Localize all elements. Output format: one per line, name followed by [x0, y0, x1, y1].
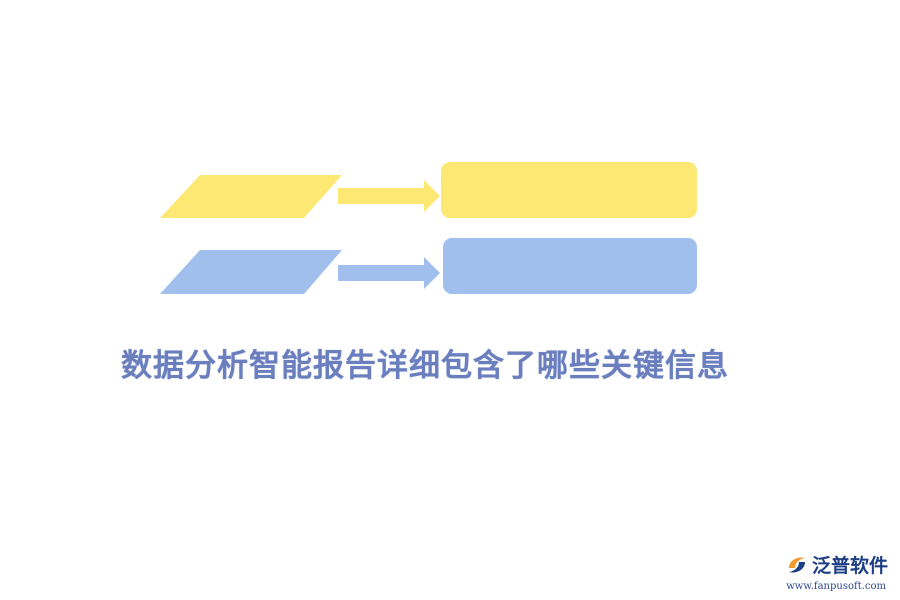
- yellow-parallelogram: [160, 175, 342, 218]
- diagram-title: 数据分析智能报告详细包含了哪些关键信息: [121, 348, 729, 384]
- fanpu-logo-icon: [788, 556, 805, 573]
- brand-logo[interactable]: 泛普软件: [786, 551, 888, 578]
- brand-name: 泛普软件: [811, 555, 888, 577]
- blue-parallelogram: [160, 250, 342, 294]
- blue-rounded-box: [443, 238, 697, 294]
- yellow-rounded-box: [441, 162, 697, 218]
- brand-url[interactable]: www.fanpusoft.com: [786, 581, 886, 592]
- yellow-arrow: [338, 180, 440, 212]
- blue-arrow: [338, 257, 440, 289]
